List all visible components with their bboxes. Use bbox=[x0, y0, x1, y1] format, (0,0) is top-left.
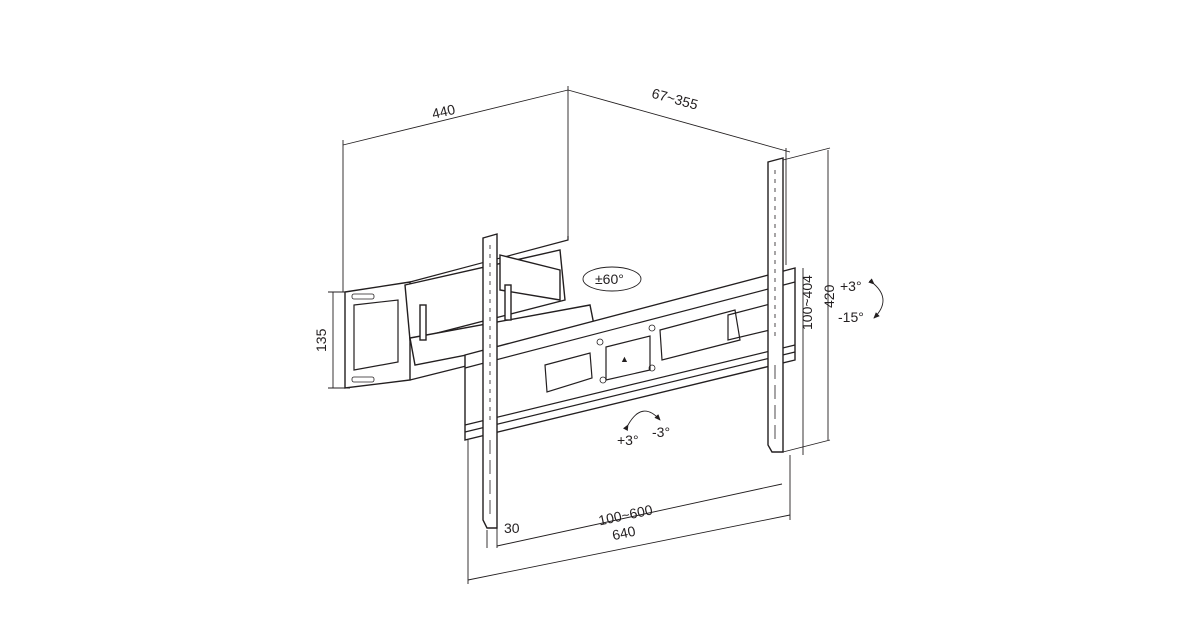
dimension-30: 30 bbox=[486, 520, 520, 548]
label-640: 640 bbox=[611, 523, 637, 544]
level-adjust-indicator: +3° -3° bbox=[617, 410, 670, 448]
dimension-67-355: 67~355 bbox=[567, 85, 791, 265]
label-level-minus: -3° bbox=[652, 424, 670, 440]
wall-plate bbox=[344, 236, 569, 389]
right-vertical-bracket bbox=[767, 157, 784, 453]
label-tilt-down: -15° bbox=[838, 309, 864, 325]
label-420: 420 bbox=[821, 284, 837, 308]
label-440: 440 bbox=[430, 101, 457, 122]
label-30: 30 bbox=[504, 520, 520, 536]
label-level-plus: +3° bbox=[617, 432, 639, 448]
swivel-indicator: ±60° bbox=[582, 266, 642, 292]
horizontal-rail: ▲ bbox=[464, 267, 796, 441]
up-arrow-icon: ▲ bbox=[620, 354, 629, 364]
label-100-404: 100~404 bbox=[799, 275, 815, 330]
dimension-100-600: 100~600 bbox=[496, 483, 783, 547]
dimension-100-404: 100~404 bbox=[799, 268, 815, 455]
label-swivel: ±60° bbox=[595, 271, 624, 287]
label-135: 135 bbox=[313, 328, 329, 352]
dimension-440: 440 bbox=[342, 86, 569, 292]
left-vertical-bracket bbox=[482, 233, 498, 529]
label-tilt-up: +3° bbox=[840, 278, 862, 294]
label-67-355: 67~355 bbox=[650, 85, 700, 113]
dimension-640: 640 bbox=[467, 440, 791, 584]
dimension-420: 420 bbox=[782, 147, 837, 453]
tilt-indicator: +3° -15° bbox=[838, 278, 884, 325]
